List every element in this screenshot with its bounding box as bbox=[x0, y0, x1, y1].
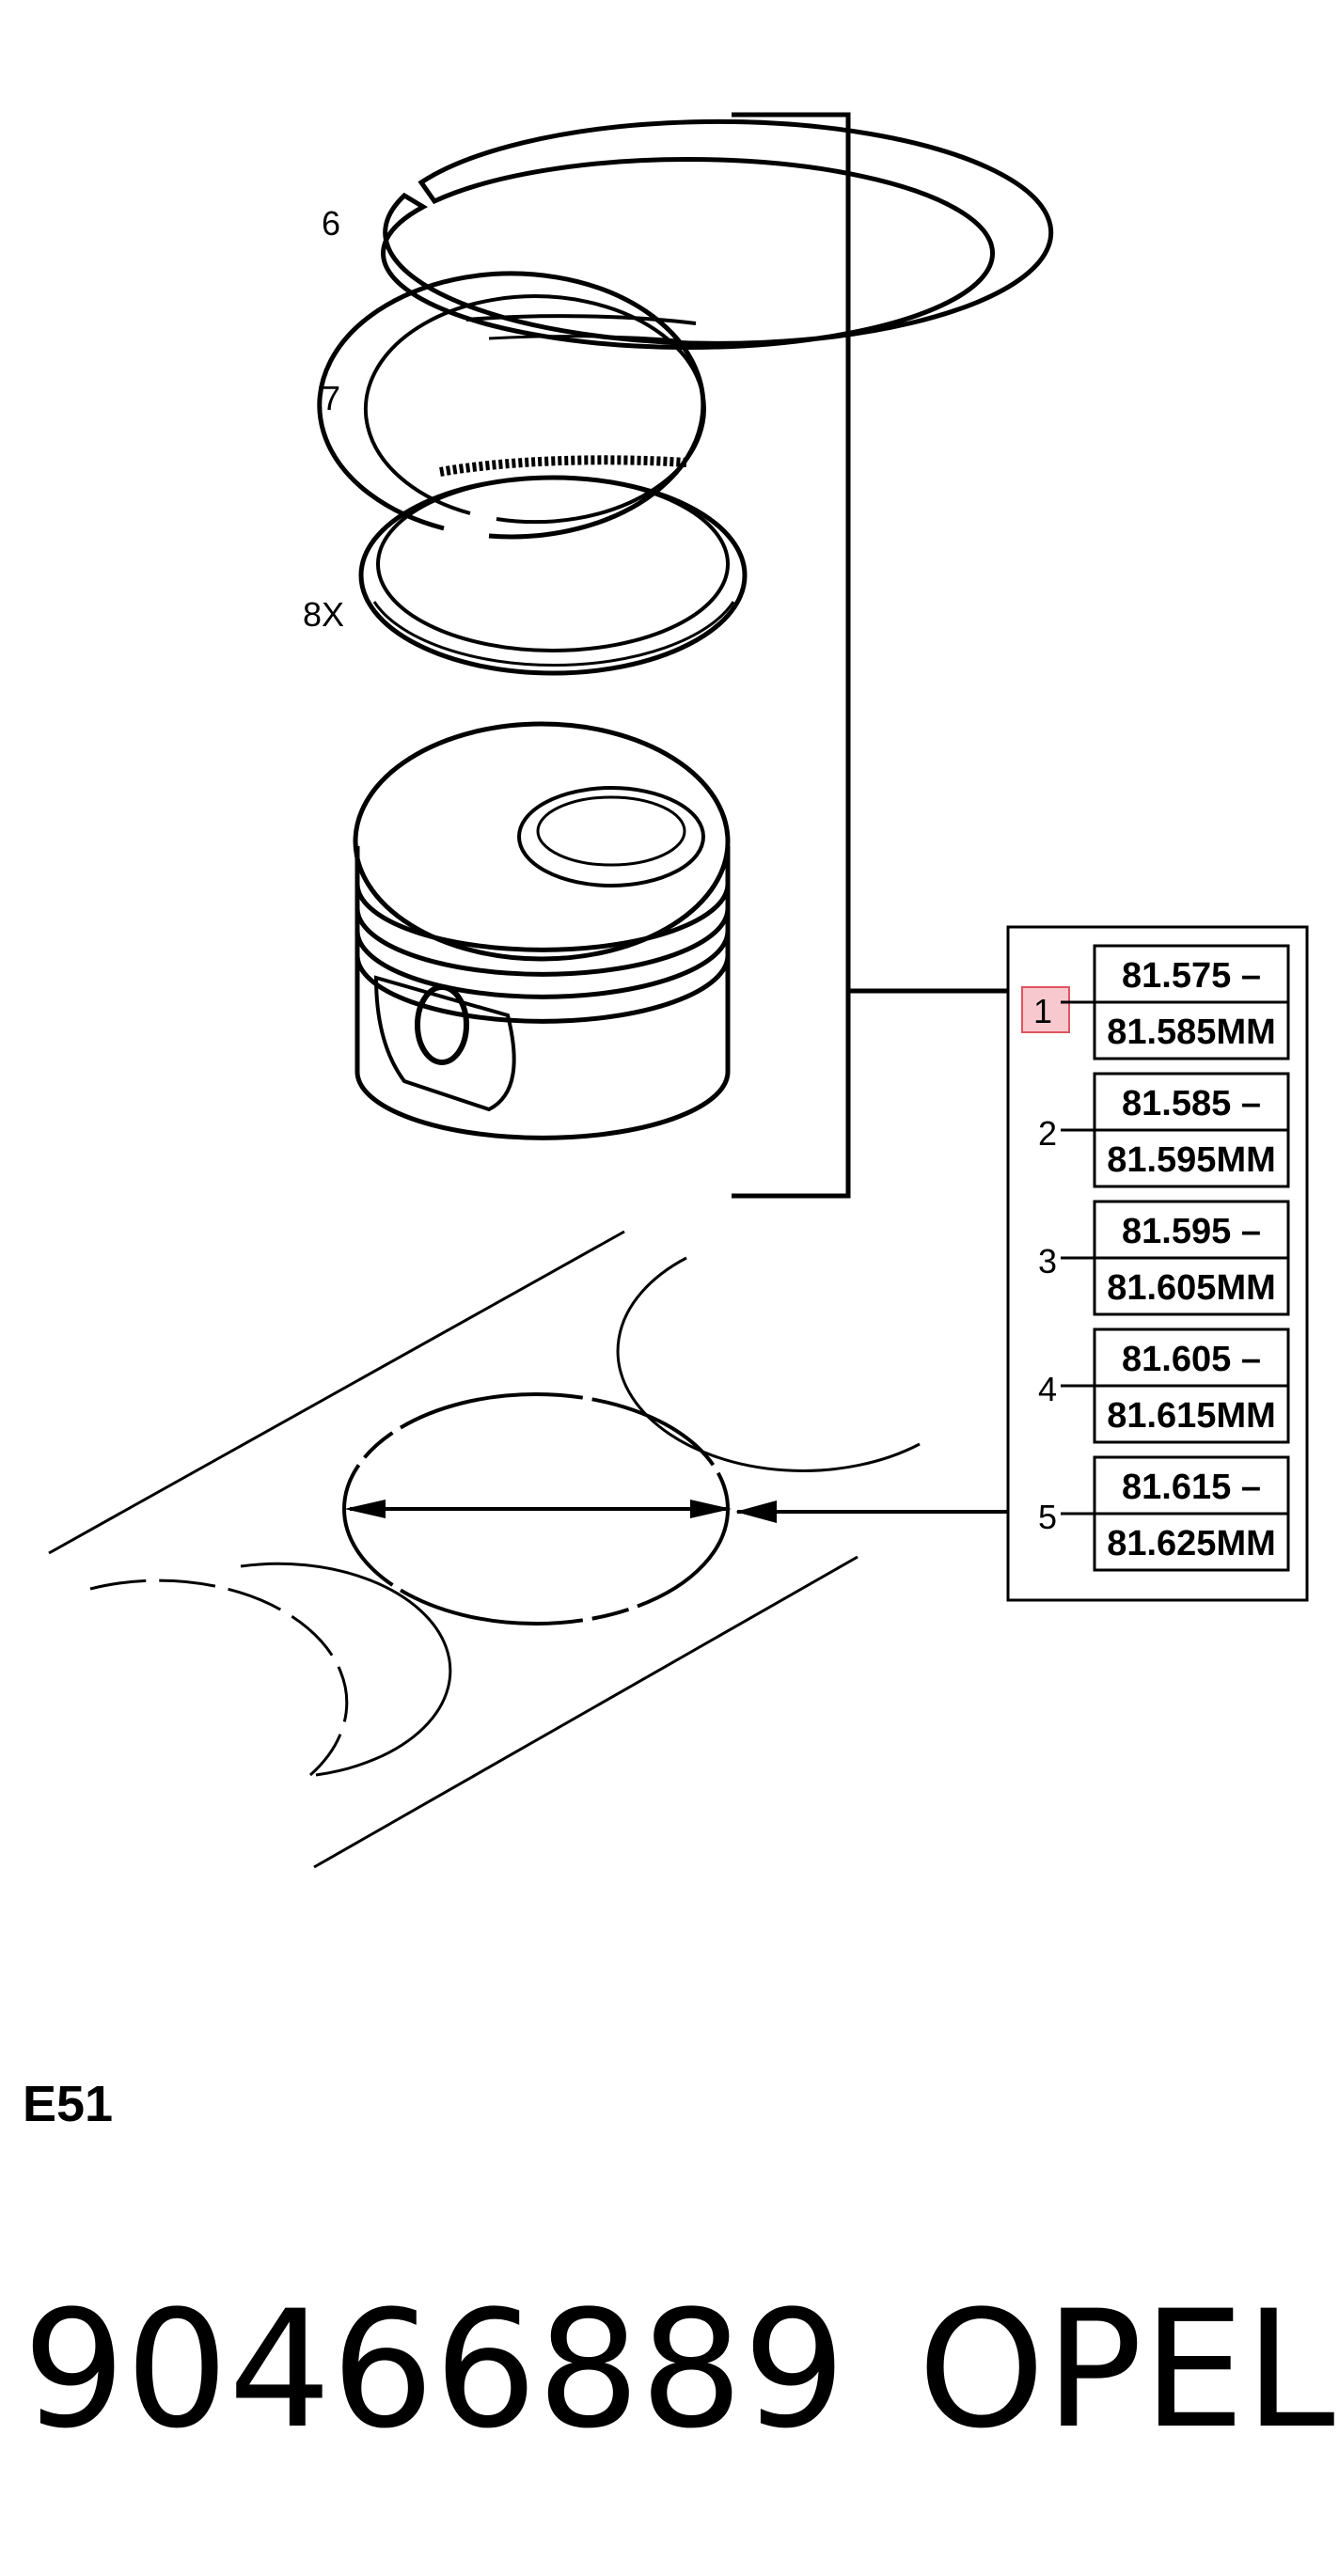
grade-index: 2 bbox=[1038, 1114, 1057, 1153]
grade-lower: 81.615MM bbox=[1107, 1396, 1276, 1436]
assembly-bracket bbox=[732, 112, 1008, 1199]
top-compression-ring bbox=[381, 118, 1054, 350]
brand-name: OPEL bbox=[918, 2275, 1335, 2464]
grade-index: 4 bbox=[1038, 1370, 1057, 1408]
callout-ring-top: 6 bbox=[322, 204, 340, 243]
grade-index-highlight bbox=[1021, 986, 1070, 1033]
callout-ring-second: 7 bbox=[322, 379, 340, 417]
piston bbox=[353, 721, 731, 1140]
bore-grade-table: 1 81.575 – 81.585MM 2 81.585 – 81.595MM … bbox=[1006, 925, 1309, 1602]
grade-row-4: 4 81.605 – 81.615MM bbox=[1038, 1327, 1290, 1444]
cylinder-bore bbox=[342, 1392, 1008, 1626]
grade-table-frame bbox=[1006, 925, 1309, 1602]
grade-index: 1 bbox=[1033, 992, 1052, 1030]
grade-index: 3 bbox=[1038, 1242, 1057, 1280]
grade-upper: 81.585 – bbox=[1122, 1084, 1261, 1123]
grade-lower: 81.585MM bbox=[1107, 1013, 1276, 1052]
grade-upper: 81.605 – bbox=[1122, 1340, 1261, 1379]
grade-lower: 81.625MM bbox=[1107, 1524, 1276, 1563]
diagram-code: E51 bbox=[23, 2076, 113, 2132]
cylinder-block bbox=[48, 1230, 921, 1869]
oil-control-ring bbox=[358, 475, 748, 676]
grade-index: 5 bbox=[1038, 1498, 1057, 1536]
grade-row-5: 5 81.615 – 81.625MM bbox=[1038, 1455, 1290, 1572]
callout-ring-oil: 8X bbox=[303, 595, 344, 634]
grade-upper: 81.615 – bbox=[1122, 1468, 1261, 1507]
second-compression-ring bbox=[317, 271, 706, 540]
grade-lower: 81.605MM bbox=[1107, 1268, 1276, 1308]
grade-lower: 81.595MM bbox=[1107, 1140, 1276, 1180]
grade-upper: 81.575 – bbox=[1122, 956, 1261, 996]
grade-upper: 81.595 – bbox=[1122, 1212, 1261, 1251]
grade-row-1: 1 81.575 – 81.585MM bbox=[1021, 944, 1290, 1060]
part-number: 90466889 bbox=[23, 2275, 845, 2464]
grade-row-2: 2 81.585 – 81.595MM bbox=[1038, 1072, 1290, 1188]
grade-row-3: 3 81.595 – 81.605MM bbox=[1038, 1200, 1290, 1316]
